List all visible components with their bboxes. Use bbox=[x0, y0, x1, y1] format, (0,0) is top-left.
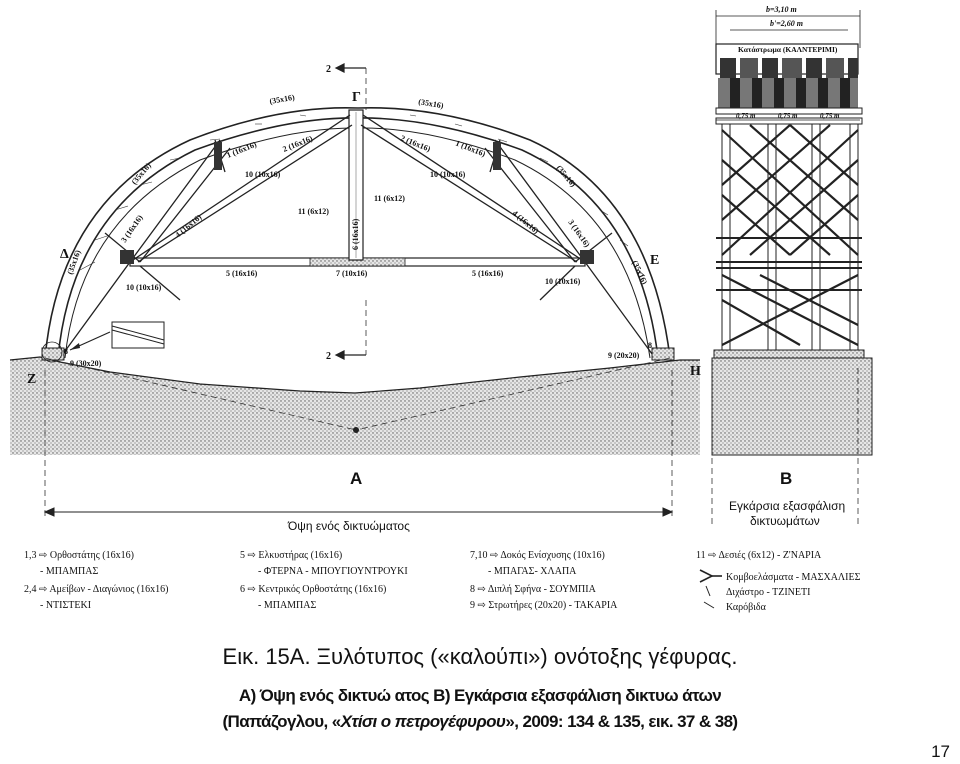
label-m1-left: 1 (16x16) bbox=[225, 140, 258, 160]
legend-item: 8 ⇨ Διπλή Σφήνα - ΣΟΥΜΠΙΑ bbox=[470, 584, 597, 595]
label-m4-left: 4 (16x16) bbox=[174, 212, 204, 239]
point-epsilon: Ε bbox=[650, 253, 659, 268]
label-m10-low-left: 10 (10x16) bbox=[126, 283, 162, 292]
point-delta: Δ bbox=[60, 247, 69, 262]
label-m10-top-left: 10 (10x16) bbox=[245, 170, 281, 179]
gusset-icon bbox=[699, 569, 722, 583]
legend-item: 6 ⇨ Κεντρικός Ορθοστάτης (16x16) bbox=[240, 584, 386, 595]
legend-item: Διχάστρο - ΤΖΙΝΕΤΙ bbox=[726, 587, 810, 598]
truss-elevation: Γ Δ Ε Ζ Η 2 2 (35x16) (35x16) (35x16) (3… bbox=[9, 63, 701, 533]
legend-item-sub: - ΜΠΑΜΠΑΣ bbox=[40, 566, 99, 577]
label-m10-low-right: 10 (10x16) bbox=[545, 277, 581, 286]
spacing-2: 0,75 m bbox=[778, 112, 798, 120]
caption-source-post: », 2009: 134 & 135, εικ. 37 & 38) bbox=[505, 712, 738, 731]
cut-label-top: 2 bbox=[326, 64, 331, 75]
label-m9-right: 9 (20x20) bbox=[608, 351, 640, 360]
label-top-right: (35x16) bbox=[418, 97, 445, 110]
point-eta: Η bbox=[690, 364, 701, 379]
label-m2-right: 2 (16x16) bbox=[399, 134, 432, 154]
label-m2-left: 2 (16x16) bbox=[281, 134, 314, 154]
point-gamma: Γ bbox=[352, 90, 361, 105]
label-m3-right: 3 (16x16) bbox=[566, 218, 592, 249]
label-m8-right: 8 bbox=[648, 341, 652, 350]
legend-item: Καρόβιδα bbox=[726, 602, 767, 613]
label-top-left: (35x16) bbox=[269, 93, 296, 106]
section-b-letter: B bbox=[780, 469, 792, 488]
legend-item-sub: - ΜΠΑΓΑΣ- ΧΛΑΠΑ bbox=[488, 566, 577, 577]
legend-item-sub: - ΝΤΙΣΤΕΚΙ bbox=[40, 600, 91, 611]
figure-caption-source: (Παπάζογλου, «Χτίσι ο πετρογέφυρου», 200… bbox=[0, 712, 960, 732]
legend-item: 9 ⇨ Στρωτήρες (20x20) - ΤΑΚΑΡΙΑ bbox=[470, 600, 618, 611]
dim-b-prime: b'=2,60 m bbox=[770, 19, 803, 28]
bridge-formwork-drawing: Γ Δ Ε Ζ Η 2 2 (35x16) (35x16) (35x16) (3… bbox=[9, 5, 873, 613]
label-m10-top-right: 10 (10x16) bbox=[430, 170, 466, 179]
label-m1-right: 1 (16x16) bbox=[454, 139, 487, 159]
caption-source-pre: (Παπάζογλου, « bbox=[222, 712, 342, 731]
legend-item: 5 ⇨ Ελκυστήρας (16x16) bbox=[240, 550, 342, 561]
section-b-caption-1: Εγκάρσια εξασφάλιση bbox=[729, 499, 845, 513]
strut-icon bbox=[705, 585, 711, 597]
label-m5-left: 5 (16x16) bbox=[226, 269, 258, 278]
legend-item: 1,3 ⇨ Ορθοστάτης (16x16) bbox=[24, 550, 134, 561]
legend: 1,3 ⇨ Ορθοστάτης (16x16) - ΜΠΑΜΠΑΣ 2,4 ⇨… bbox=[24, 550, 861, 613]
transverse-bracing: b=3,10 m b'=2,60 m Κατάστρωμα (ΚΑΛΝΤΕΡΙΜ… bbox=[711, 5, 873, 528]
section-a-caption: Όψη ενός δικτυώματος bbox=[287, 519, 410, 533]
legend-item-sub: - ΦΤΕΡΝΑ - ΜΠΟΥΓΙΟΥΝΤΡΟΥΚΙ bbox=[258, 566, 408, 577]
ground-left bbox=[10, 357, 700, 455]
legend-item-sub: - ΜΠΑΜΠΑΣ bbox=[258, 600, 317, 611]
figure-caption-title: Εικ. 15Α. Ξυλότυπος («καλούπι») ονότοξης… bbox=[222, 644, 738, 669]
deck-label: Κατάστρωμα (ΚΑΛΝΤΕΡΙΜΙ) bbox=[738, 45, 838, 54]
legend-item: Κομβοελάσματα - ΜΑΣΧΑΛΙΕΣ bbox=[726, 572, 861, 583]
dim-b: b=3,10 m bbox=[766, 5, 797, 14]
section-a-letter: A bbox=[350, 469, 362, 488]
caption-source-title: Χτίσι ο πετρογέφυρου bbox=[340, 712, 506, 731]
label-m11-right: 11 (6x12) bbox=[374, 194, 405, 203]
label-m6: 6 (16x16) bbox=[351, 218, 360, 250]
legend-item: 2,4 ⇨ Αμείβων - Διαγώνιος (16x16) bbox=[24, 584, 168, 595]
legend-item: 7,10 ⇨ Δοκός Ενίσχυσης (10x16) bbox=[470, 550, 605, 561]
figure-caption-parts: Α) Όψη ενός δικτυώ ατος Β) Εγκάρσια εξασ… bbox=[238, 686, 722, 705]
label-m11-left: 11 (6x12) bbox=[298, 207, 329, 216]
cut-label-bottom: 2 bbox=[326, 351, 331, 362]
bolt-icon bbox=[703, 601, 715, 609]
page-number: 17 bbox=[931, 742, 950, 761]
section-b-caption-2: δικτυωμάτων bbox=[750, 514, 820, 528]
point-zeta: Ζ bbox=[27, 372, 36, 387]
legend-item: 11 ⇨ Δεσιές (6x12) - Ζ'ΝΑΡΙΑ bbox=[696, 550, 822, 561]
spacing-1: 0,75 m bbox=[736, 112, 756, 120]
spacing-3: 0,75 m bbox=[820, 112, 840, 120]
label-m9-left: 9 (30x20) bbox=[70, 359, 102, 368]
label-m5-right: 5 (16x16) bbox=[472, 269, 504, 278]
label-m7: 7 (10x16) bbox=[336, 269, 368, 278]
label-m8-left: 8 bbox=[64, 347, 68, 356]
